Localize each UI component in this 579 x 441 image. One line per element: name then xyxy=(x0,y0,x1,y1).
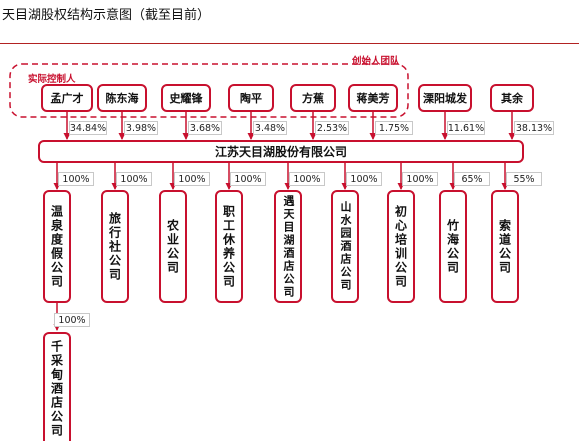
shareholder-box-other[interactable]: 其余 xyxy=(490,84,534,112)
subsidiary-box-zhuhai[interactable]: 竹海公司 xyxy=(439,190,467,303)
subsidiary-box-suodao[interactable]: 索道公司 xyxy=(491,190,519,303)
subsidiary-box-wenquan[interactable]: 温泉度假公司 xyxy=(43,190,71,303)
pct-label-meng: 34.84% xyxy=(69,121,107,135)
subsidiary-box-zhigong[interactable]: 职工休养公司 xyxy=(215,190,243,303)
pct-label-grandchild: 100% xyxy=(54,313,90,327)
subsidiary-box-yu[interactable]: 遇天目湖酒店公司 xyxy=(274,190,302,303)
controller-label: 实际控制人 xyxy=(28,74,76,85)
page-title: 天目湖股权结构示意图（截至目前） xyxy=(2,8,211,23)
shareholder-box-fang[interactable]: 方蕉 xyxy=(290,84,336,112)
subsidiary-box-shanshui[interactable]: 山水园酒店公司 xyxy=(331,190,359,303)
founder-team-label: 创始人团队 xyxy=(352,56,400,67)
pct-label-jiang: 1.75% xyxy=(375,121,413,135)
pct-label-nongye: 100% xyxy=(174,172,210,186)
pct-label-suodao: 55% xyxy=(506,172,542,186)
shareholder-box-jiang[interactable]: 蒋美芳 xyxy=(348,84,398,112)
shareholder-box-tao[interactable]: 陶平 xyxy=(228,84,274,112)
pct-label-yu: 100% xyxy=(289,172,325,186)
shareholder-box-shi[interactable]: 史耀锋 xyxy=(161,84,211,112)
subsidiary-box-chuxin[interactable]: 初心培训公司 xyxy=(387,190,415,303)
pct-label-tao: 3.48% xyxy=(253,121,287,135)
shareholder-box-chen[interactable]: 陈东海 xyxy=(97,84,147,112)
title-divider xyxy=(0,43,579,44)
pct-label-liyang: 11.61% xyxy=(447,121,485,135)
subsidiary-box-nongye[interactable]: 农业公司 xyxy=(159,190,187,303)
pct-label-wenquan: 100% xyxy=(58,172,94,186)
pct-label-other: 38.13% xyxy=(514,121,554,135)
shareholder-box-meng[interactable]: 孟广才 xyxy=(41,84,93,112)
pct-label-zhuhai: 65% xyxy=(454,172,490,186)
connectors xyxy=(53,112,516,331)
pct-label-lvxing: 100% xyxy=(116,172,152,186)
pct-label-zhigong: 100% xyxy=(230,172,266,186)
pct-label-chuxin: 100% xyxy=(402,172,438,186)
pct-label-fang: 2.53% xyxy=(315,121,349,135)
company-box[interactable]: 江苏天目湖股份有限公司 xyxy=(38,140,524,163)
pct-label-chen: 3.98% xyxy=(124,121,158,135)
grandchild-box[interactable]: 千采甸酒店公司 xyxy=(43,332,71,441)
pct-label-shanshui: 100% xyxy=(346,172,382,186)
pct-label-shi: 3.68% xyxy=(188,121,222,135)
shareholder-box-liyang[interactable]: 溧阳城发 xyxy=(418,84,472,112)
subsidiary-box-lvxing[interactable]: 旅行社公司 xyxy=(101,190,129,303)
